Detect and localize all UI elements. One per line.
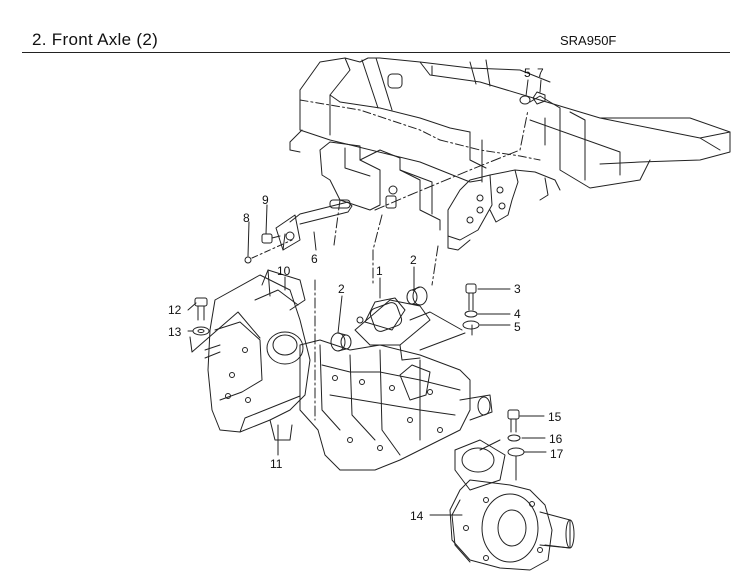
page-title: 2. Front Axle (2) [32,30,159,49]
leader-lines [187,79,547,516]
part-2-bushing-right [406,286,428,306]
callout-9: 9 [262,193,269,207]
callout-6: 6 [311,252,318,266]
part-14-right-gearcase [449,439,575,571]
callout-1: 1 [376,264,383,278]
callout-labels: 1 2 2 3 4 5 5 6 7 8 9 10 11 12 13 14 15 … [168,66,564,523]
part-5-washer [462,320,480,330]
callout-16: 16 [549,432,563,446]
part-12-bolt [194,297,208,321]
callout-17: 17 [550,447,564,461]
part-6-pin [275,199,353,251]
callout-14: 14 [410,509,424,523]
part-4-lockwasher [464,310,478,318]
part-2-bushing [330,332,352,352]
part-10-11-left-gearcase [204,269,311,441]
callout-7: 7 [537,66,544,80]
callout-11: 11 [270,457,283,471]
center-lines [314,109,529,421]
callout-2b: 2 [338,282,345,296]
frame-drawing [289,57,731,251]
part-9-bolt [261,233,281,244]
part-16-lockwasher [507,434,521,442]
callout-15: 15 [548,410,562,424]
callout-5b: 5 [524,66,531,80]
callout-2a: 2 [410,253,417,267]
callout-13: 13 [168,325,182,339]
callout-5a: 5 [514,320,521,334]
part-17-washer [507,447,525,457]
header-rule [22,52,730,53]
part-5-7-washer-nut [519,91,546,105]
part-13-washer [192,326,210,336]
part-1-center-bracket [354,297,431,361]
part-3-bolt [465,283,477,311]
callout-4: 4 [514,307,521,321]
assembly-lines [409,311,517,481]
callout-12: 12 [168,303,182,317]
part-15-bolt [507,409,520,433]
callout-3: 3 [514,282,521,296]
part-8-nut [244,256,252,264]
callout-8: 8 [243,211,250,225]
model-code: SRA950F [560,33,617,48]
axle-housing [299,339,493,471]
callout-10: 10 [277,264,291,278]
